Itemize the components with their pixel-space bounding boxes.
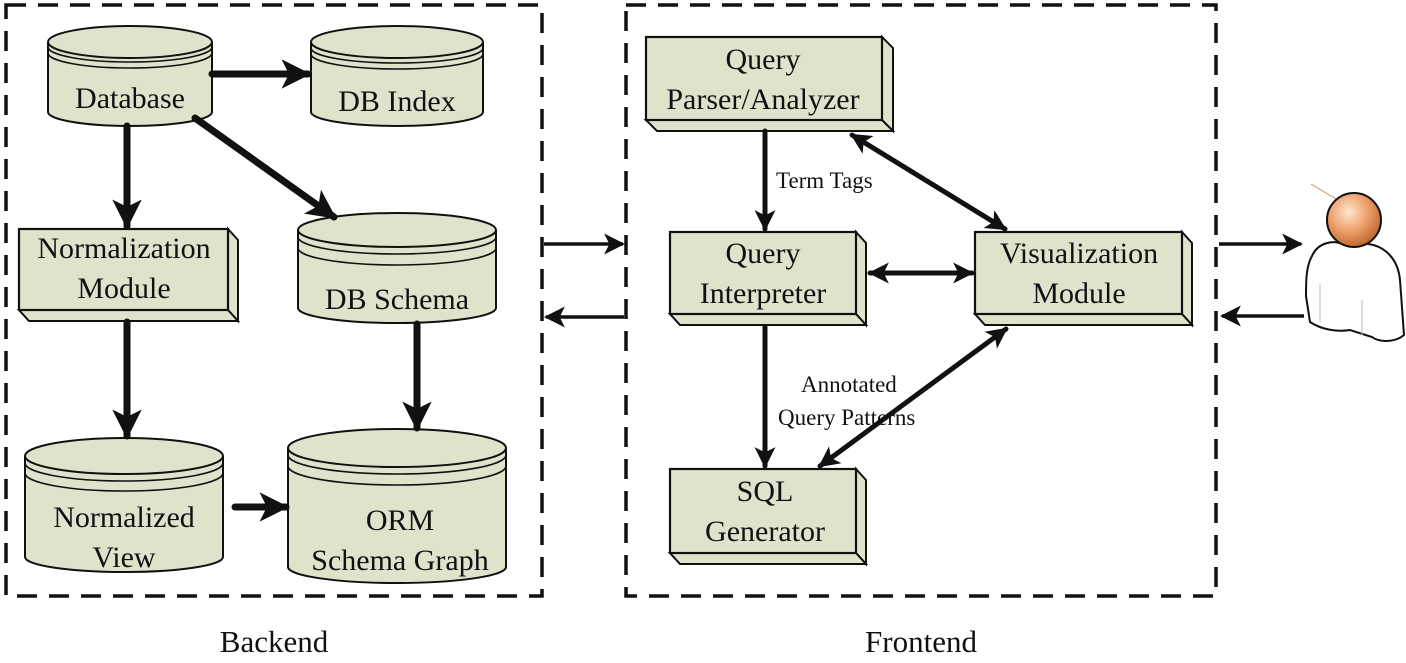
normalized-view-label-2: View: [92, 541, 156, 574]
db-index-label: DB Index: [338, 85, 455, 118]
orm-schema-graph-node: ORM Schema Graph: [287, 428, 507, 584]
database-node: Database: [47, 25, 213, 127]
annotated-label-2: Query Patterns: [778, 405, 915, 430]
term-tags-label: Term Tags: [776, 168, 873, 193]
orm-label-1: ORM: [366, 504, 434, 537]
annotated-label-1: Annotated: [801, 372, 897, 397]
sql-generator-label-1: SQL: [737, 475, 794, 508]
orm-label-2: Schema Graph: [311, 544, 488, 577]
frontend-group: [624, 3, 1218, 598]
db-schema-label: DB Schema: [325, 283, 469, 316]
normalization-module-label-2: Module: [77, 272, 170, 305]
sql-generator-label-2: Generator: [705, 515, 825, 548]
normalized-view-node: Normalized View: [24, 437, 224, 574]
edge-database-to-db-schema: [191, 114, 338, 221]
query-interpreter-node: Query Interpreter: [667, 229, 869, 328]
backend-caption: Backend: [220, 624, 329, 659]
visualization-module-node: Visualization Module: [972, 229, 1195, 328]
query-interpreter-label-2: Interpreter: [700, 277, 827, 310]
normalization-module-node: Normalization Module: [16, 226, 241, 324]
db-index-node: DB Index: [310, 25, 484, 127]
backend-group: [4, 3, 544, 598]
frontend-caption: Frontend: [865, 624, 977, 659]
visualization-module-label-2: Module: [1032, 277, 1125, 310]
normalized-view-label-1: Normalized: [53, 501, 195, 534]
query-parser-label-2: Parser/Analyzer: [666, 83, 859, 116]
visualization-module-label-1: Visualization: [1000, 237, 1158, 270]
db-schema-node: DB Schema: [297, 212, 497, 324]
user-icon: [1304, 183, 1406, 342]
database-label: Database: [75, 82, 185, 115]
sql-generator-node: SQL Generator: [667, 466, 869, 567]
query-parser-label-1: Query: [726, 43, 801, 76]
query-parser-node: Query Parser/Analyzer: [643, 34, 896, 134]
query-interpreter-label-1: Query: [726, 237, 801, 270]
edge-visualization-sql: [817, 326, 1009, 469]
normalization-module-label-1: Normalization: [37, 232, 210, 265]
edge-parser-visualization: [849, 132, 1008, 232]
